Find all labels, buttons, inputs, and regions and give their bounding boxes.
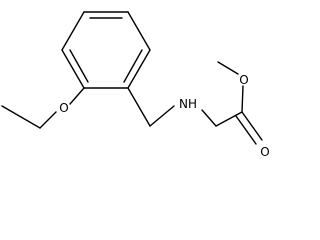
- ring-bond-upper-right: [127, 11, 151, 51]
- benzene-ring: [61, 11, 151, 89]
- amine-nitrogen-label: NH: [179, 97, 197, 111]
- carbonyl-double-bond-outer: [241, 111, 263, 141]
- alpha-carbon-to-carbonyl-bond: [215, 111, 243, 127]
- ring-bond-upper-left: [61, 11, 85, 51]
- molecule-structure: O NH O O: [1, 11, 270, 159]
- carbonyl-carbon-to-methoxy-oxygen-bond: [241, 85, 244, 113]
- glycinate-ester-group: [201, 61, 263, 145]
- benzylic-carbon-to-nitrogen-bond: [149, 105, 175, 127]
- ring-to-benzylic-carbon-bond: [127, 87, 151, 127]
- ring-bond-lower-right: [127, 49, 151, 89]
- ring-bond-lower-left-inner: [69, 49, 89, 83]
- ester-methoxy-oxygen-label: O: [239, 73, 248, 87]
- carbonyl-double-bond-inner: [235, 115, 257, 145]
- methoxy-oxygen-to-methyl-bond: [217, 61, 239, 75]
- ring-bond-lower-left: [61, 49, 85, 89]
- nitrogen-to-alpha-carbon-bond: [201, 109, 217, 127]
- ring-bond-lower-right-inner: [123, 49, 143, 83]
- ether-oxygen-to-ethyl-bond: [39, 111, 57, 129]
- aminomethyl-linker: [127, 87, 175, 127]
- ethyl-bond: [1, 105, 41, 129]
- ring-to-ether-oxygen-bond: [69, 87, 85, 105]
- ether-oxygen-label: O: [59, 101, 68, 115]
- carbonyl-oxygen-label: O: [260, 145, 269, 159]
- ethoxy-group: [1, 87, 85, 129]
